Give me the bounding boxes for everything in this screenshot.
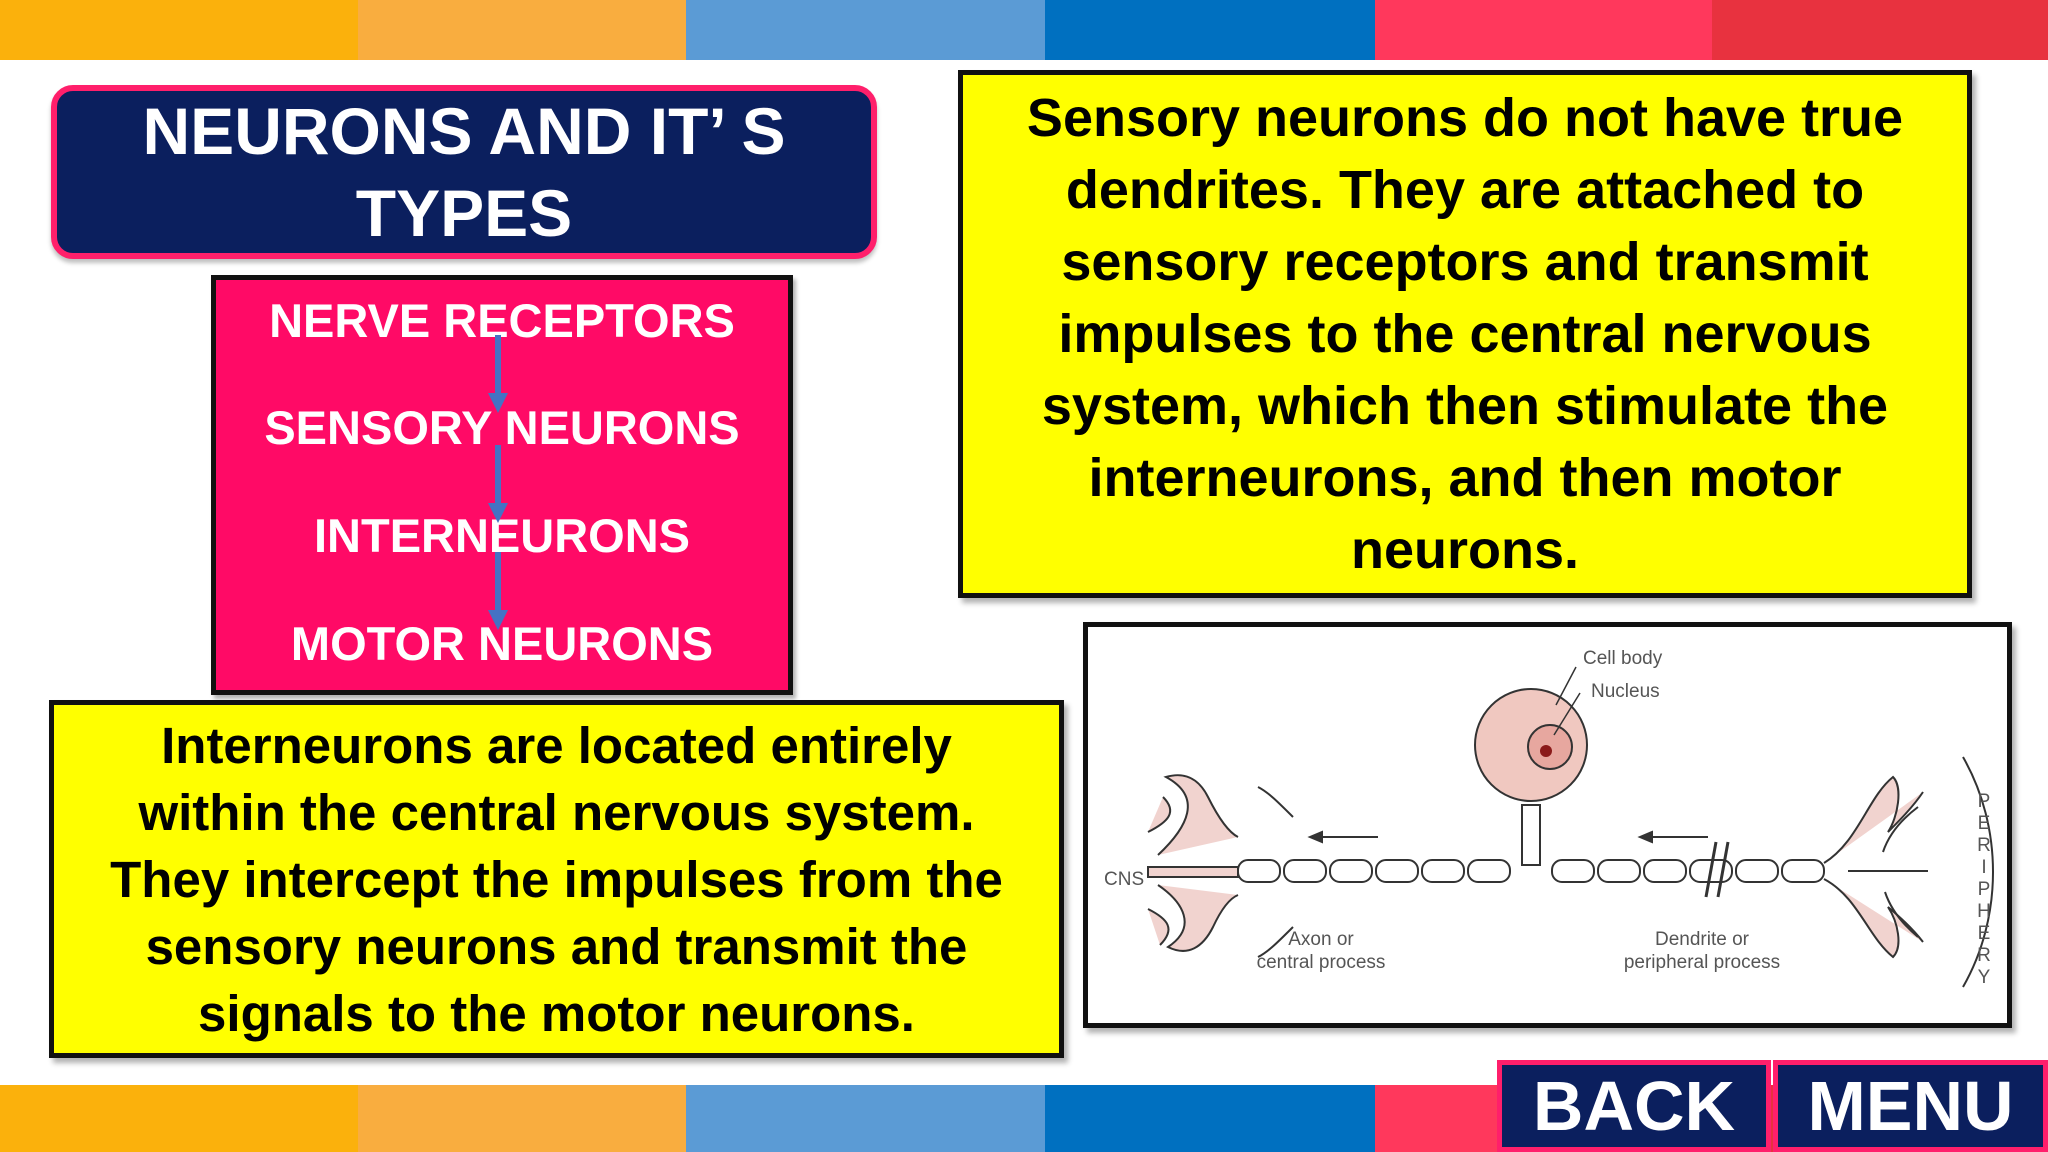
stripe-segment [686, 1085, 1045, 1152]
title-line-1: NEURONS AND IT’ S [142, 94, 786, 168]
text-line: They intercept the impulses from the [110, 850, 1003, 908]
flow-item-sensory-neurons: SENSORY NEURONS [264, 401, 740, 454]
periphery-letter: Y [1978, 967, 1991, 988]
label-cns: CNS [1104, 869, 1144, 890]
text-line: Sensory neurons do not have true [1026, 88, 1904, 148]
periphery-letter: H [1977, 901, 1991, 922]
sensory-neuron-description: Sensory neurons do not have true dendrit… [958, 70, 1972, 598]
label-dendrite-line-1: Dendrite or [1655, 929, 1750, 950]
periphery-boundary [1962, 756, 1994, 988]
down-arrow-icon [488, 445, 508, 523]
stripe-segment [1045, 1085, 1375, 1152]
sensory-neuron-diagram: Cell body Nucleus CNS Axon or central pr… [1083, 622, 2012, 1028]
down-arrow-icon [488, 552, 508, 630]
text-line: dendrites. They are attached to [1065, 160, 1865, 220]
periphery-letter: E [1978, 813, 1991, 834]
flow-item-motor-neurons: MOTOR NEURONS [290, 617, 714, 670]
label-periphery: P E R I P H E R Y [1977, 791, 1991, 988]
neuron-illustration: Cell body Nucleus CNS Axon or central pr… [1104, 648, 1994, 988]
stripe-segment [686, 0, 1045, 60]
periphery-letter: E [1978, 923, 1991, 944]
top-color-stripe [0, 0, 2048, 60]
text-line: impulses to the central nervous [1058, 304, 1872, 364]
stripe-segment [358, 1085, 686, 1152]
text-line: interneurons, and then motor [1088, 448, 1842, 508]
stripe-segment [1375, 0, 1712, 60]
periphery-letter: P [1978, 791, 1991, 812]
dendrite-terminal-branches [1823, 775, 1928, 959]
label-nucleus: Nucleus [1591, 681, 1660, 702]
neuron-flow-box: NERVE RECEPTORS SENSORY NEURONS INTERNEU… [211, 275, 793, 695]
stripe-segment [358, 0, 686, 60]
text-line: sensory receptors and transmit [1061, 232, 1869, 292]
label-dendrite-line-2: peripheral process [1624, 952, 1780, 973]
interneuron-description: Interneurons are located entirely within… [49, 700, 1064, 1058]
text-line: neurons. [1350, 520, 1580, 580]
title-line-2: TYPES [355, 176, 573, 250]
periphery-letter: P [1978, 879, 1991, 900]
text-line: system, which then stimulate the [1041, 376, 1889, 436]
periphery-letter: I [1981, 857, 1986, 878]
text-line: sensory neurons and transmit the [145, 917, 968, 975]
stripe-segment [1045, 0, 1375, 60]
text-line: signals to the motor neurons. [198, 984, 915, 1042]
stripe-segment [0, 1085, 358, 1152]
flow-item-nerve-receptors: NERVE RECEPTORS [269, 294, 735, 347]
periphery-letter: R [1977, 835, 1991, 856]
impulse-arrows [1257, 786, 1919, 958]
axon [1237, 859, 1511, 883]
label-axon-line-2: central process [1257, 952, 1386, 973]
dendrite [1551, 859, 1825, 883]
text-line: Interneurons are located entirely [161, 716, 952, 774]
periphery-letter: R [1977, 945, 1991, 966]
break-marks [1704, 841, 1730, 898]
flow-item-interneurons: INTERNEURONS [313, 509, 691, 562]
text-line: within the central nervous system. [138, 783, 975, 841]
stripe-segment [0, 0, 358, 60]
label-axon-line-1: Axon or [1288, 929, 1354, 950]
stripe-segment [1712, 0, 2048, 60]
cell-body [1474, 688, 1588, 866]
axon-terminal-branches [1147, 774, 1239, 952]
menu-button[interactable]: MENU [1773, 1060, 2048, 1152]
label-cell-body: Cell body [1583, 648, 1663, 669]
down-arrow-icon [488, 335, 508, 413]
back-button[interactable]: BACK [1497, 1060, 1771, 1152]
label-pointers [1553, 666, 1581, 736]
slide-title: NEURONS AND IT’ S TYPES [51, 85, 877, 259]
